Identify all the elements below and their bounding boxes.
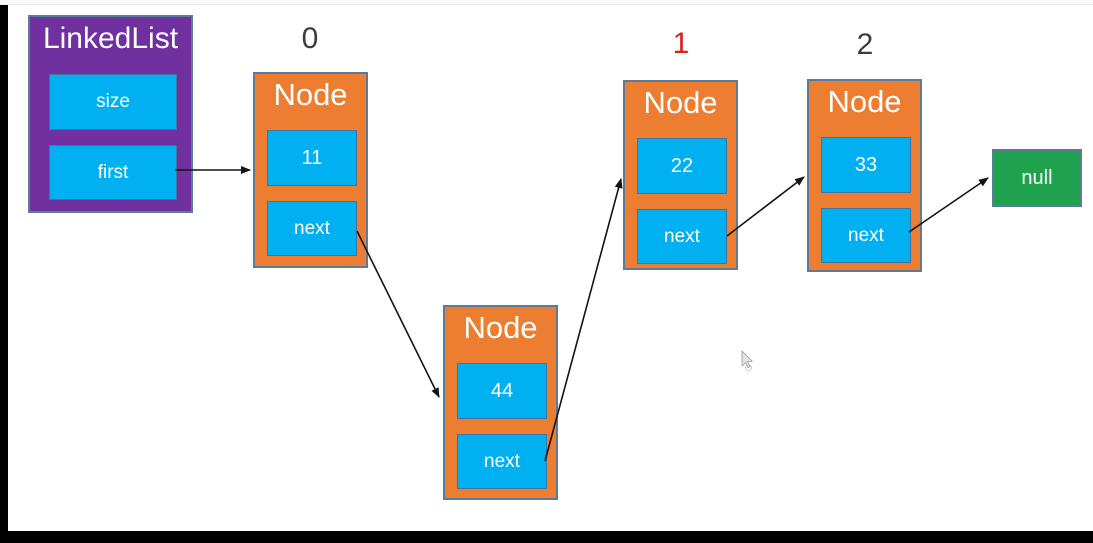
index-label-2: 2 (856, 28, 874, 61)
arrow-node0-to-node44 (356, 230, 440, 398)
null-label: null (1021, 166, 1053, 189)
null-box: null (992, 149, 1082, 207)
node-title: Node (827, 84, 902, 119)
linkedlist-box: LinkedList size first (28, 15, 193, 213)
node-next-field: next (457, 434, 547, 489)
next-label: next (484, 450, 520, 472)
node-title: Node (273, 77, 348, 112)
node-title: Node (643, 85, 718, 120)
bottom-black-bar (0, 531, 1093, 543)
node-title: Node (463, 310, 538, 345)
node-value-field: 44 (457, 363, 547, 419)
mouse-cursor-icon (741, 350, 754, 372)
index-label-0: 0 (301, 22, 319, 55)
node-box-0: Node 11 next (253, 72, 368, 268)
node-box-2: Node 33 next (807, 79, 922, 272)
node-value-field: 11 (267, 130, 357, 186)
next-label: next (294, 217, 330, 239)
arrow-node1-to-node2 (726, 176, 805, 237)
node-next-field: next (267, 201, 357, 256)
node-value: 22 (670, 154, 694, 177)
top-edge-strip (0, 0, 1093, 5)
node-next-field: next (637, 209, 727, 264)
node-next-field: next (821, 208, 911, 263)
next-label: next (664, 225, 700, 247)
linkedlist-title: LinkedList (42, 22, 179, 55)
node-box-44: Node 44 next (443, 305, 558, 500)
left-black-bar (0, 5, 8, 543)
node-value-field: 33 (821, 137, 911, 193)
next-label: next (848, 224, 884, 246)
linkedlist-size-field: size (49, 74, 177, 130)
node-value-field: 22 (637, 138, 727, 194)
first-label: first (97, 161, 129, 183)
node-value: 33 (854, 153, 878, 176)
index-label-1: 1 (672, 27, 690, 60)
size-label: size (96, 91, 130, 112)
node-value: 11 (301, 146, 323, 169)
linkedlist-first-field: first (49, 145, 177, 200)
node-value: 44 (490, 379, 514, 402)
node-box-1: Node 22 next (623, 80, 738, 270)
